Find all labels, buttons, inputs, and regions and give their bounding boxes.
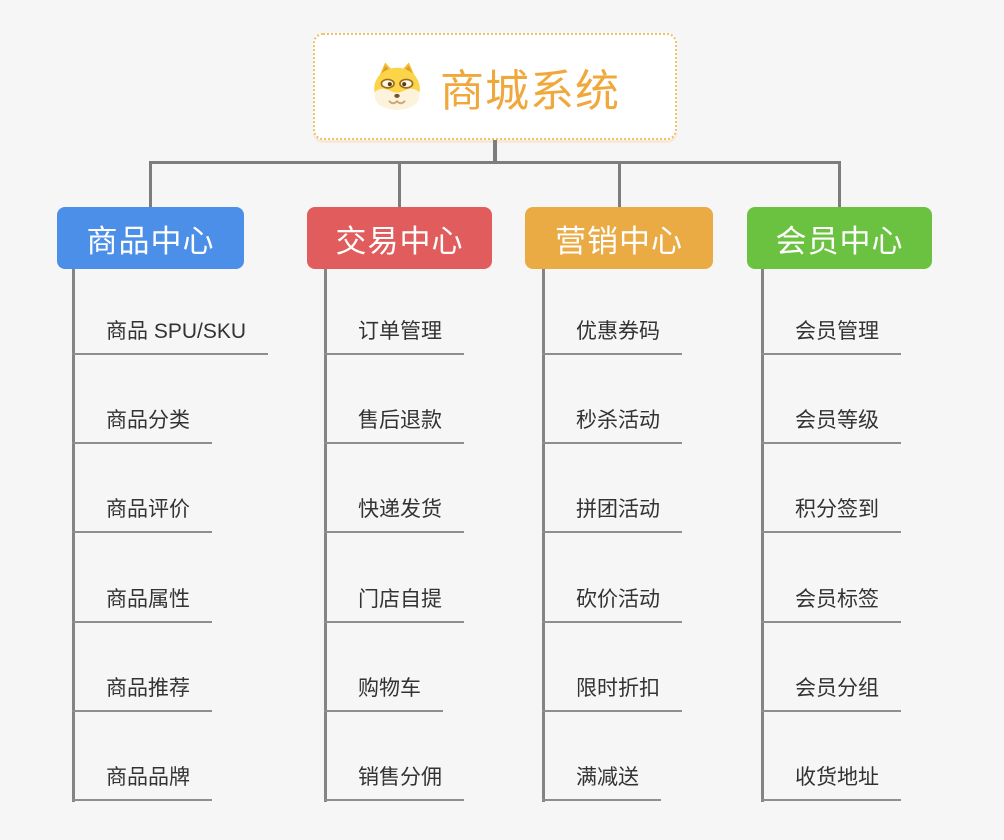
child-topic[interactable]: 销售分佣 bbox=[324, 763, 464, 801]
child-topic[interactable]: 订单管理 bbox=[324, 317, 464, 355]
branch-box-2[interactable]: 交易中心 bbox=[307, 207, 492, 269]
root-node[interactable]: 商城系统 bbox=[313, 33, 677, 140]
connector-bus bbox=[149, 161, 841, 164]
child-topic[interactable]: 购物车 bbox=[324, 674, 443, 712]
child-topic[interactable]: 商品 SPU/SKU bbox=[72, 317, 269, 355]
connector-branch-drop bbox=[149, 161, 152, 209]
root-label: 商城系统 bbox=[440, 66, 620, 116]
child-topic[interactable]: 秒杀活动 bbox=[542, 406, 682, 445]
child-topic[interactable]: 会员管理 bbox=[761, 317, 901, 355]
child-topic[interactable]: 会员等级 bbox=[761, 406, 901, 445]
child-topic[interactable]: 商品品牌 bbox=[72, 763, 212, 801]
branch-box-1[interactable]: 商品中心 bbox=[57, 207, 244, 269]
doge-icon bbox=[374, 62, 420, 110]
child-topic[interactable]: 积分签到 bbox=[761, 495, 901, 534]
child-topic[interactable]: 优惠券码 bbox=[542, 317, 682, 355]
child-topic[interactable]: 满减送 bbox=[542, 763, 661, 801]
connector-branch-trunk bbox=[72, 268, 75, 802]
connector-root-stem bbox=[493, 140, 497, 164]
connector-branch-drop bbox=[838, 161, 841, 209]
child-topic[interactable]: 门店自提 bbox=[324, 585, 464, 623]
child-topic[interactable]: 商品属性 bbox=[72, 585, 212, 623]
child-topic[interactable]: 拼团活动 bbox=[542, 495, 682, 534]
child-topic[interactable]: 限时折扣 bbox=[542, 674, 682, 712]
child-topic[interactable]: 商品评价 bbox=[72, 495, 212, 534]
connector-branch-trunk bbox=[542, 268, 545, 802]
connector-branch-trunk bbox=[761, 268, 764, 802]
child-topic[interactable]: 商品推荐 bbox=[72, 674, 212, 712]
connector-branch-drop bbox=[617, 161, 621, 209]
child-topic[interactable]: 砍价活动 bbox=[542, 585, 682, 623]
connector-branch-trunk bbox=[324, 268, 327, 802]
connector-branch-drop bbox=[398, 161, 401, 209]
branch-box-4[interactable]: 会员中心 bbox=[747, 207, 932, 269]
child-topic[interactable]: 会员分组 bbox=[761, 674, 901, 712]
branch-box-3[interactable]: 营销中心 bbox=[525, 207, 713, 269]
child-topic[interactable]: 快递发货 bbox=[324, 495, 464, 534]
child-topic[interactable]: 商品分类 bbox=[72, 406, 212, 445]
child-topic[interactable]: 售后退款 bbox=[324, 406, 464, 445]
child-topic[interactable]: 收货地址 bbox=[761, 763, 901, 801]
child-topic[interactable]: 会员标签 bbox=[761, 585, 901, 623]
